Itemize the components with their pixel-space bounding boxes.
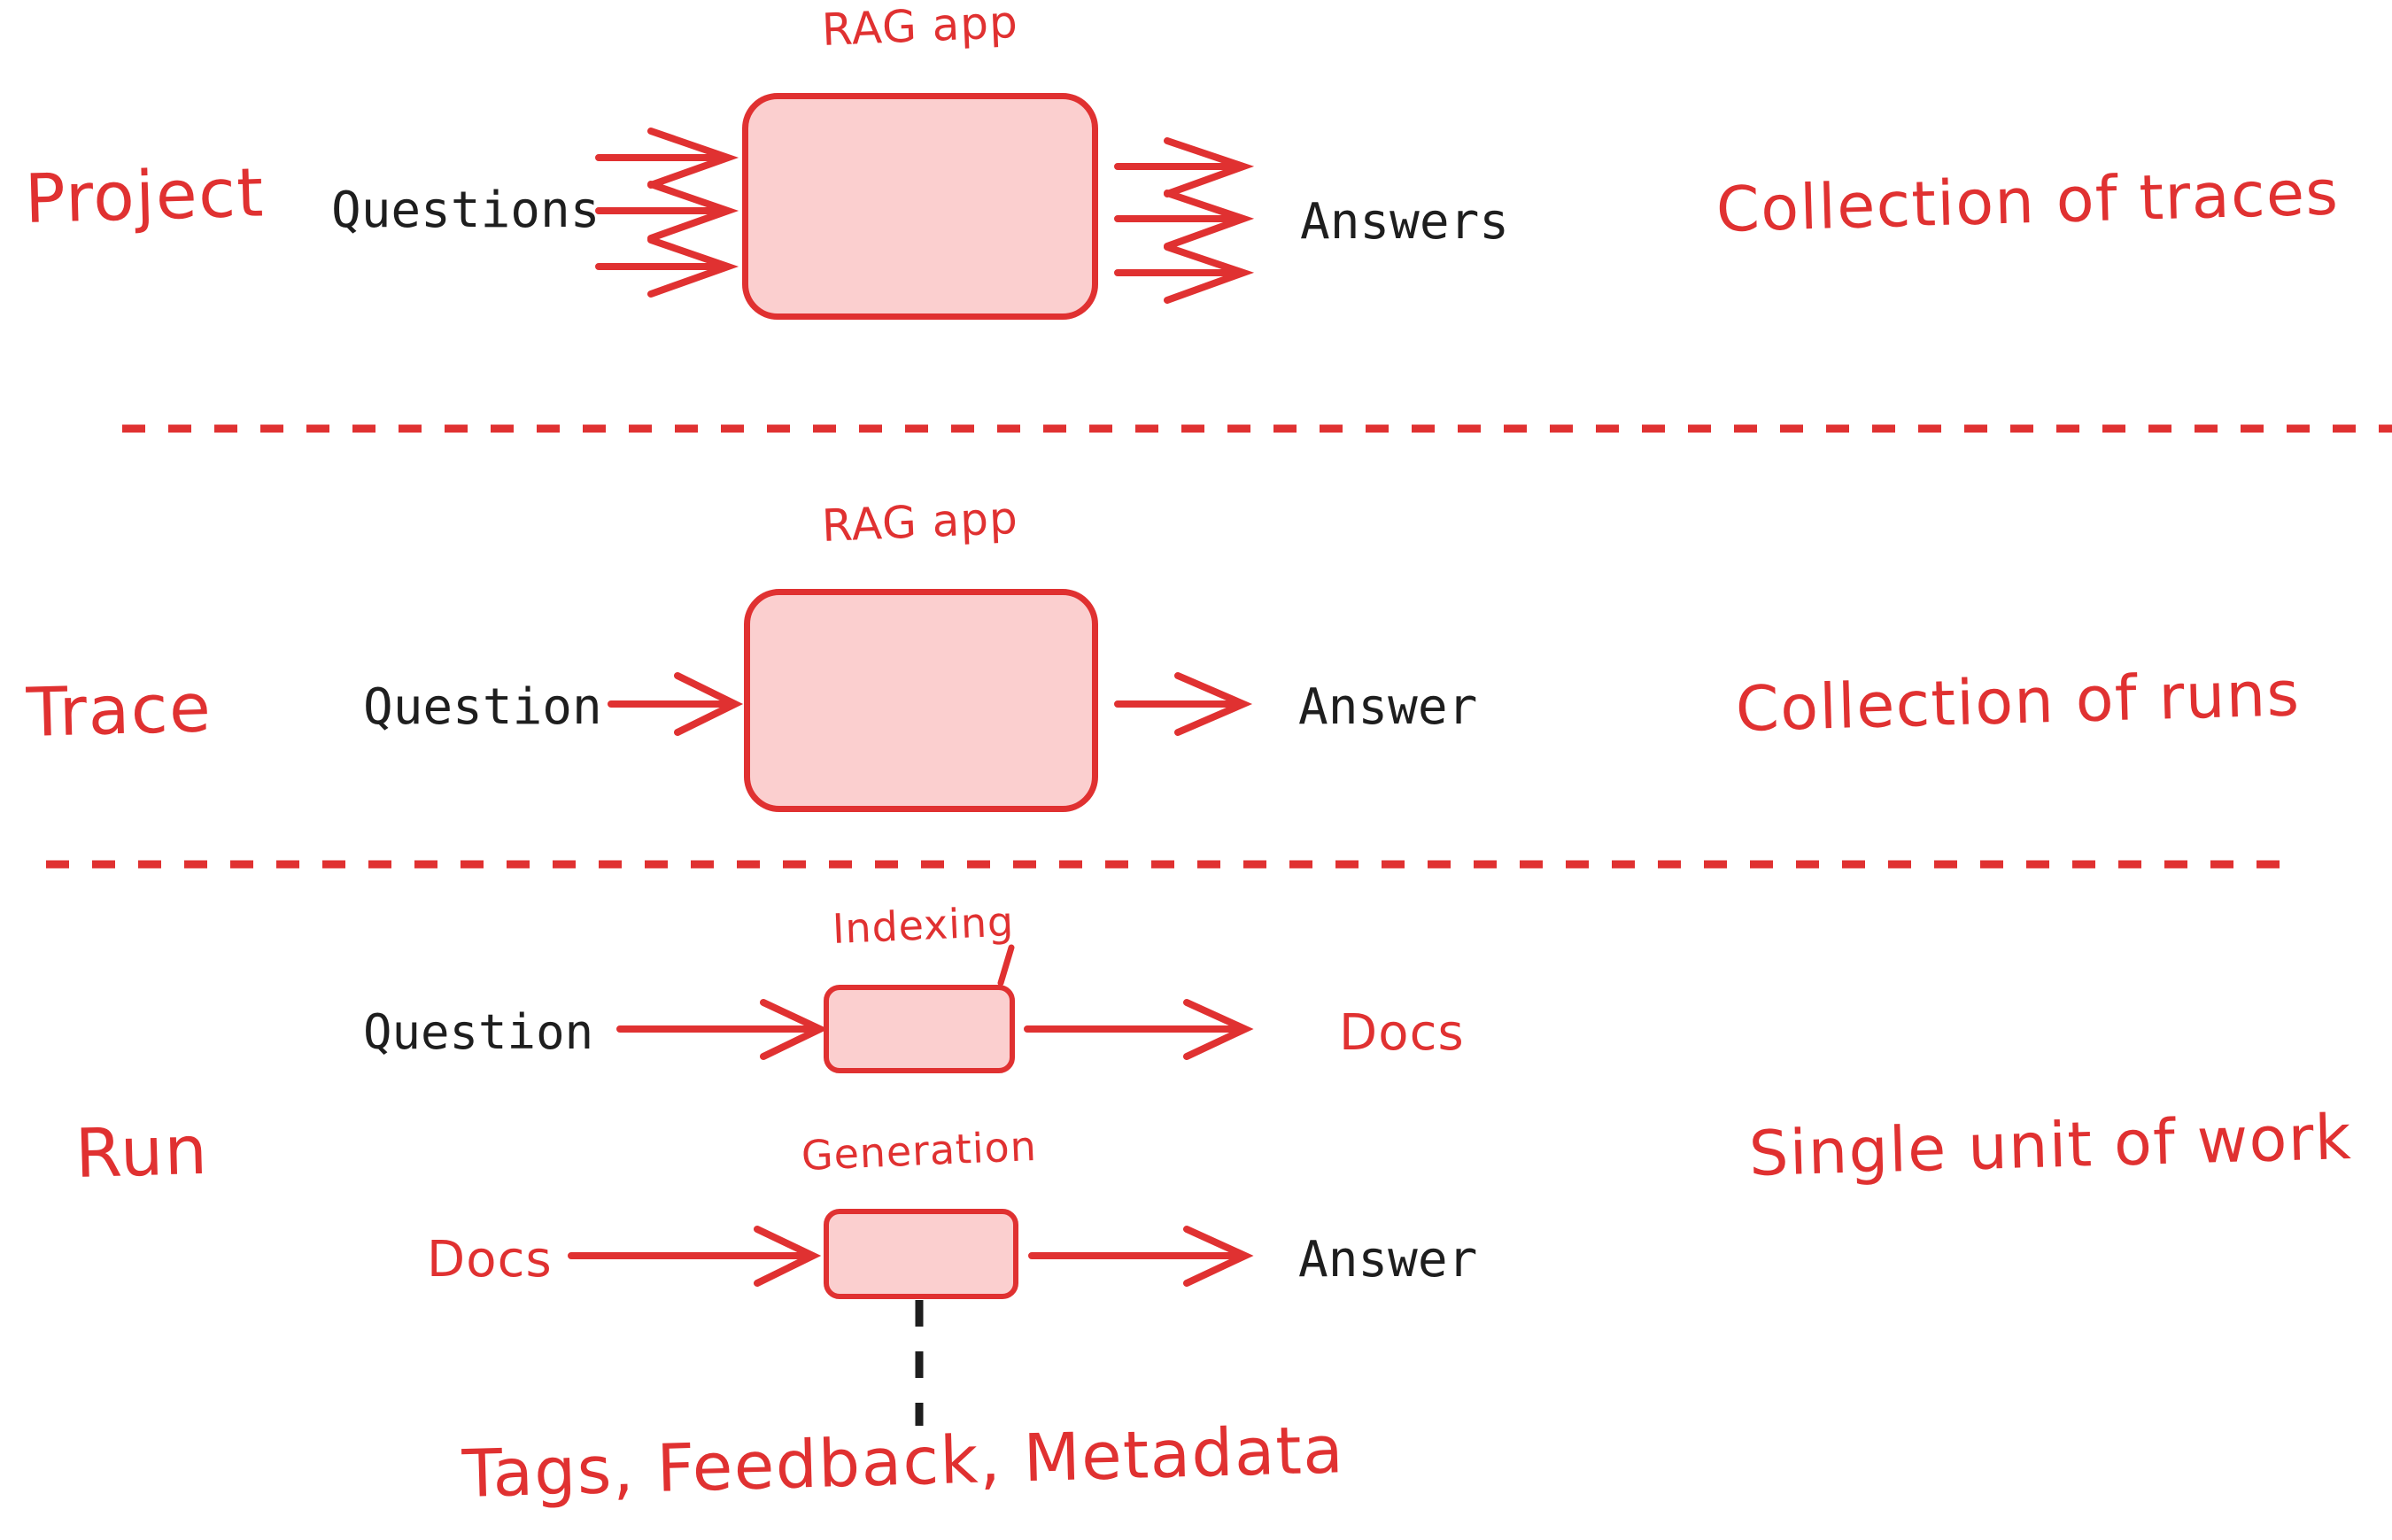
run-indexing-input-arrow (616, 999, 829, 1060)
run-metadata-footnote: Tags, Feedback, Metadata (461, 1412, 1346, 1513)
trace-output-label: Answer (1298, 678, 1478, 736)
run-indexing-input-label: Question (363, 1004, 594, 1060)
run-generation-input-arrow (568, 1226, 822, 1287)
trace-input-label: Question (363, 678, 602, 736)
run-indexing-box (824, 985, 1015, 1073)
project-input-label: Questions (331, 182, 600, 239)
project-box-label: RAG app (820, 0, 1019, 56)
run-generation-box-label: Generation (800, 1121, 1038, 1180)
project-section-label: Project (23, 152, 266, 238)
run-generation-output-label: Answer (1298, 1231, 1478, 1288)
run-generation-input-label: Docs (427, 1231, 553, 1288)
project-output-label: Answers (1300, 193, 1510, 251)
run-section-label: Run (74, 1110, 210, 1193)
run-generation-output-arrow (1028, 1226, 1254, 1287)
project-input-arrows (595, 128, 739, 298)
trace-box-label: RAG app (820, 491, 1019, 552)
trace-section-label: Trace (25, 668, 213, 752)
trace-output-arrow (1114, 672, 1253, 736)
run-indexing-box-label: Indexing (831, 897, 1016, 953)
project-output-arrows (1114, 137, 1255, 304)
trace-rag-app-box (744, 589, 1098, 812)
trace-description-label: Collection of runs (1734, 657, 2302, 746)
trace-input-arrow (608, 672, 744, 736)
run-indexing-output-label: Docs (1339, 1004, 1465, 1062)
run-generation-box (824, 1209, 1018, 1299)
run-description-label: Single unit of work (1747, 1101, 2353, 1190)
project-rag-app-box (742, 93, 1098, 320)
indexing-label-leader (997, 944, 1015, 987)
project-description-label: Collection of traces (1715, 156, 2341, 246)
run-indexing-output-arrow (1024, 999, 1254, 1060)
